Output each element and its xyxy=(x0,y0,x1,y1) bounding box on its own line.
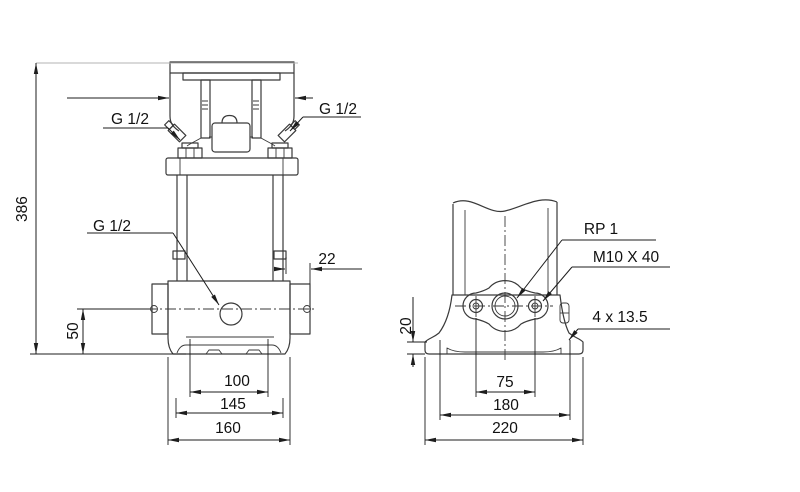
head-flange xyxy=(165,157,299,176)
staybolt-thread-ticks xyxy=(202,100,259,110)
staybolt-left-upper xyxy=(200,79,211,139)
dimensions xyxy=(30,62,670,445)
leader-rp1 xyxy=(516,239,563,299)
side-view xyxy=(424,199,584,362)
dim-145-label: 145 xyxy=(220,396,246,413)
base-front-feet xyxy=(205,349,263,355)
vent-plug-right-body xyxy=(277,123,297,143)
staybolt-sleeve xyxy=(172,175,287,281)
head-flange-body xyxy=(165,157,299,176)
dim-20-label: 20 xyxy=(398,317,415,335)
centerlines xyxy=(455,216,553,362)
vent-plug-left xyxy=(164,120,203,159)
chamber-sleeve xyxy=(452,199,558,295)
base-side-arch xyxy=(446,347,562,354)
leader-g12-left xyxy=(167,127,181,141)
dim-50-label: 50 xyxy=(65,322,82,340)
label-g12-drain: G 1/2 xyxy=(93,218,131,235)
front-extension-lines xyxy=(30,257,311,445)
callout-underlines xyxy=(87,116,670,330)
coupling-dome xyxy=(221,114,238,124)
dim-22-label: 22 xyxy=(318,251,335,268)
leader-m10x40 xyxy=(542,266,573,302)
dim-386-label: 386 xyxy=(14,196,31,222)
vent-plug-right-hex-facets xyxy=(275,148,285,158)
motor-flange-plate xyxy=(169,61,295,74)
label-m10x40: M10 X 40 xyxy=(593,249,660,266)
sleeve-inner-lines xyxy=(464,208,549,295)
leader-4x13-5 xyxy=(568,328,579,341)
drain-port-circle xyxy=(219,302,243,326)
sleeve-lines xyxy=(176,175,284,281)
dim-220-label: 220 xyxy=(492,420,518,437)
vent-plug-right-hex xyxy=(267,147,293,159)
dim-75-label: 75 xyxy=(496,374,513,391)
flange-bolt-centerline-ticks xyxy=(475,296,536,317)
coupling-guard xyxy=(211,122,251,153)
side-extension-lines xyxy=(407,318,584,445)
vent-plug-left-hex-facets xyxy=(185,148,195,158)
sleeve-outer-lines xyxy=(452,202,558,295)
staybolt-nut-right xyxy=(273,250,287,260)
dim-100-label: 100 xyxy=(224,373,250,390)
label-g12-right: G 1/2 xyxy=(319,101,357,118)
staybolt-nut-left xyxy=(172,250,186,260)
motor-top xyxy=(169,61,295,139)
leader-g12-drain xyxy=(172,232,220,306)
dim-180-label: 180 xyxy=(493,397,519,414)
staybolt-right-upper xyxy=(251,79,262,139)
vent-plug-left-cap xyxy=(164,120,175,131)
vent-plug-left-body xyxy=(167,123,187,143)
labels: 386 50 22 100 145 160 G 1/2 G 1/2 G 1/2 … xyxy=(14,101,660,437)
label-4x13-5: 4 x 13.5 xyxy=(592,309,647,326)
sleeve-break-line xyxy=(452,199,558,213)
base-front-outline xyxy=(167,280,291,355)
front-view xyxy=(146,61,316,355)
head-inner-contours xyxy=(186,137,276,147)
dim-160-label: 160 xyxy=(215,420,241,437)
base-side-outline xyxy=(424,294,584,355)
pump-base-side xyxy=(424,294,584,355)
base-front-foot-line xyxy=(176,344,282,354)
label-rp1: RP 1 xyxy=(584,221,618,238)
motor-flange-plate-lower xyxy=(182,72,281,81)
leader-g12-right xyxy=(289,116,304,132)
vent-plug-left-hex xyxy=(177,147,203,159)
label-g12-left: G 1/2 xyxy=(111,111,149,128)
head-flange-ticks xyxy=(179,158,284,175)
pump-base-front xyxy=(150,280,311,355)
pump-head xyxy=(169,73,295,153)
